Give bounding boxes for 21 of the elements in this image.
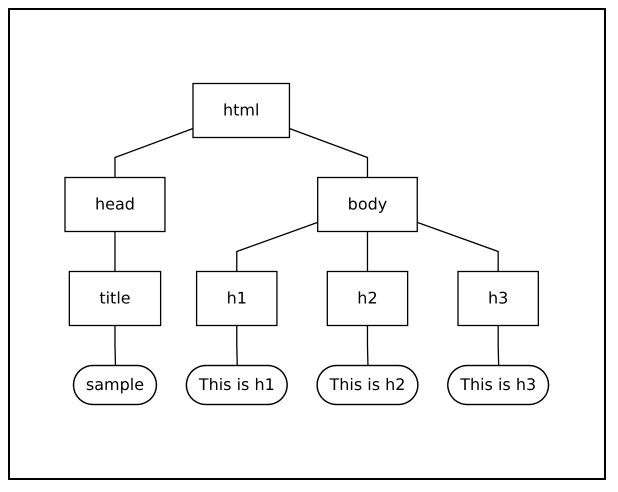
connector-line: [114, 232, 116, 272]
connector-line: [114, 326, 116, 366]
element-box: h1: [196, 270, 278, 326]
connector-line: [498, 326, 500, 366]
element-box: body: [317, 176, 418, 232]
connector-line: [367, 232, 368, 272]
element-box: h3: [458, 270, 540, 326]
connector-line: [236, 222, 318, 272]
connector-line: [417, 222, 500, 272]
element-box: head: [64, 176, 166, 232]
element-box: h2: [326, 270, 409, 326]
text-oval: This is h2: [316, 364, 419, 406]
connector-line: [367, 326, 369, 366]
connector-line: [289, 128, 368, 178]
connector-line: [236, 326, 238, 366]
element-box: title: [68, 270, 162, 326]
element-box: html: [192, 82, 290, 138]
text-oval: This is h3: [447, 364, 550, 406]
connector-line: [114, 128, 194, 178]
text-oval: sample: [73, 364, 158, 406]
text-oval: This is h1: [186, 364, 288, 406]
